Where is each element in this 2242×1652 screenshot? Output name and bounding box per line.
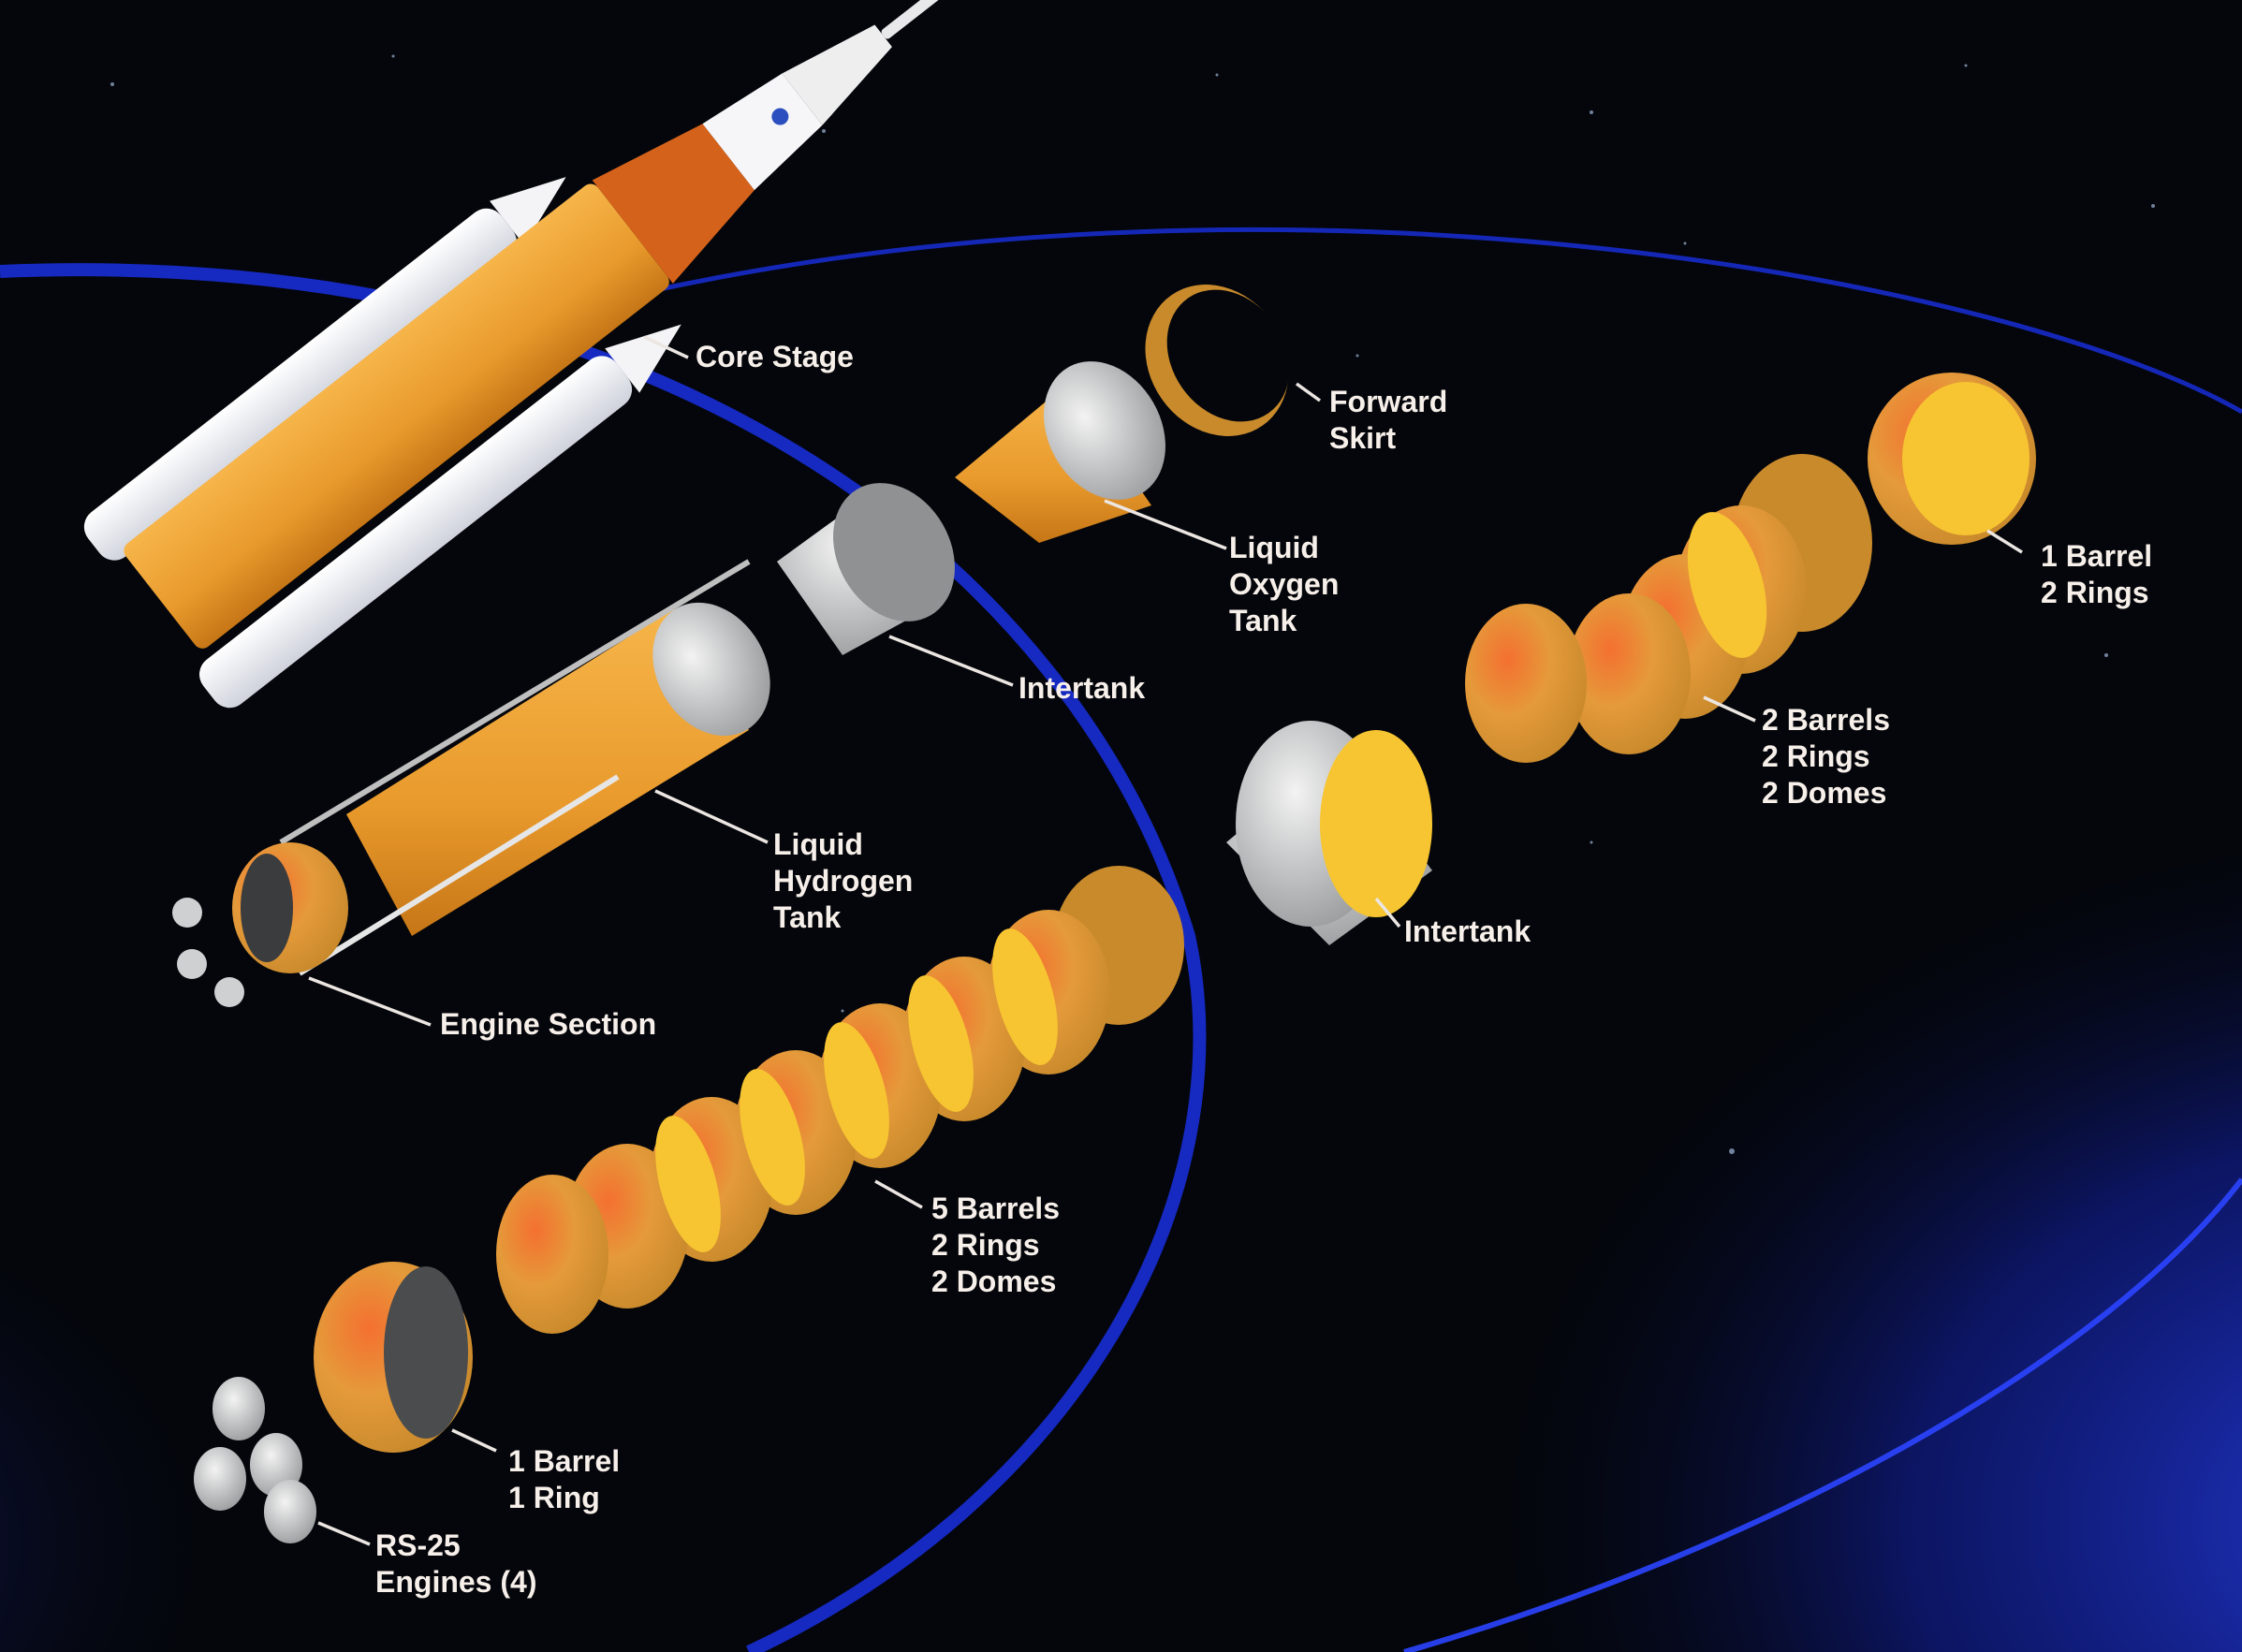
label-intertank-right: Intertank bbox=[1404, 914, 1531, 950]
label-rs25-engines: RS-25 Engines (4) bbox=[375, 1528, 536, 1601]
sls-rocket-assembled bbox=[83, 0, 1004, 709]
label-forward-skirt-parts: 1 Barrel 2 Rings bbox=[2041, 538, 2152, 611]
label-line: 2 Rings bbox=[2041, 576, 2149, 609]
label-line: Oxygen bbox=[1229, 567, 1340, 601]
label-line: Skirt bbox=[1329, 421, 1397, 455]
label-line: 2 Domes bbox=[931, 1265, 1057, 1298]
label-line: Intertank bbox=[1404, 914, 1531, 948]
label-liquid-hydrogen-tank: Liquid Hydrogen Tank bbox=[773, 826, 913, 936]
intertank-right-shape bbox=[1226, 721, 1432, 945]
label-line: Liquid bbox=[773, 827, 863, 861]
lh2-tank-segments bbox=[496, 866, 1184, 1334]
label-line: 2 Domes bbox=[1762, 776, 1887, 810]
label-line: Hydrogen bbox=[773, 864, 914, 898]
label-line: Core Stage bbox=[696, 340, 854, 373]
liquid-oxygen-tank-shape bbox=[955, 361, 1165, 543]
label-line: Tank bbox=[773, 900, 842, 934]
label-line: Tank bbox=[1229, 604, 1297, 637]
label-line: Intertank bbox=[1018, 671, 1146, 705]
label-line: 1 Barrel bbox=[508, 1444, 621, 1478]
label-line: 1 Ring bbox=[508, 1481, 600, 1514]
label-line: RS-25 bbox=[375, 1528, 461, 1562]
liquid-hydrogen-tank-shape bbox=[279, 559, 770, 976]
forward-skirt-barrel bbox=[1868, 373, 2036, 545]
label-line: Engines (4) bbox=[375, 1565, 537, 1599]
label-line: Engine Section bbox=[440, 1007, 657, 1041]
intertank-top-shape bbox=[777, 483, 955, 655]
label-line: 5 Barrels bbox=[931, 1191, 1060, 1225]
lox-tank-segments bbox=[1465, 454, 1872, 763]
label-line: 1 Barrel bbox=[2041, 539, 2153, 573]
engine-section-barrel bbox=[314, 1262, 473, 1453]
label-line: 2 Rings bbox=[1762, 739, 1870, 773]
label-liquid-oxygen-tank: Liquid Oxygen Tank bbox=[1229, 530, 1339, 639]
label-forward-skirt: Forward Skirt bbox=[1329, 384, 1447, 457]
label-line: Forward bbox=[1329, 385, 1448, 418]
engine-section-shape bbox=[172, 842, 348, 1007]
rs25-engines-shape bbox=[194, 1377, 316, 1543]
label-intertank-top: Intertank bbox=[1018, 670, 1145, 707]
leader-lines bbox=[308, 335, 2023, 1546]
label-line: 2 Barrels bbox=[1762, 703, 1890, 737]
label-core-stage: Core Stage bbox=[696, 339, 854, 375]
label-lh2-parts: 5 Barrels 2 Rings 2 Domes bbox=[931, 1191, 1060, 1300]
label-line: Liquid bbox=[1229, 531, 1319, 564]
label-engine-section-parts: 1 Barrel 1 Ring bbox=[508, 1443, 620, 1516]
label-engine-section: Engine Section bbox=[440, 1006, 656, 1043]
forward-skirt-ring bbox=[1145, 285, 1290, 436]
label-lox-parts: 2 Barrels 2 Rings 2 Domes bbox=[1762, 702, 1890, 811]
label-line: 2 Rings bbox=[931, 1228, 1040, 1262]
